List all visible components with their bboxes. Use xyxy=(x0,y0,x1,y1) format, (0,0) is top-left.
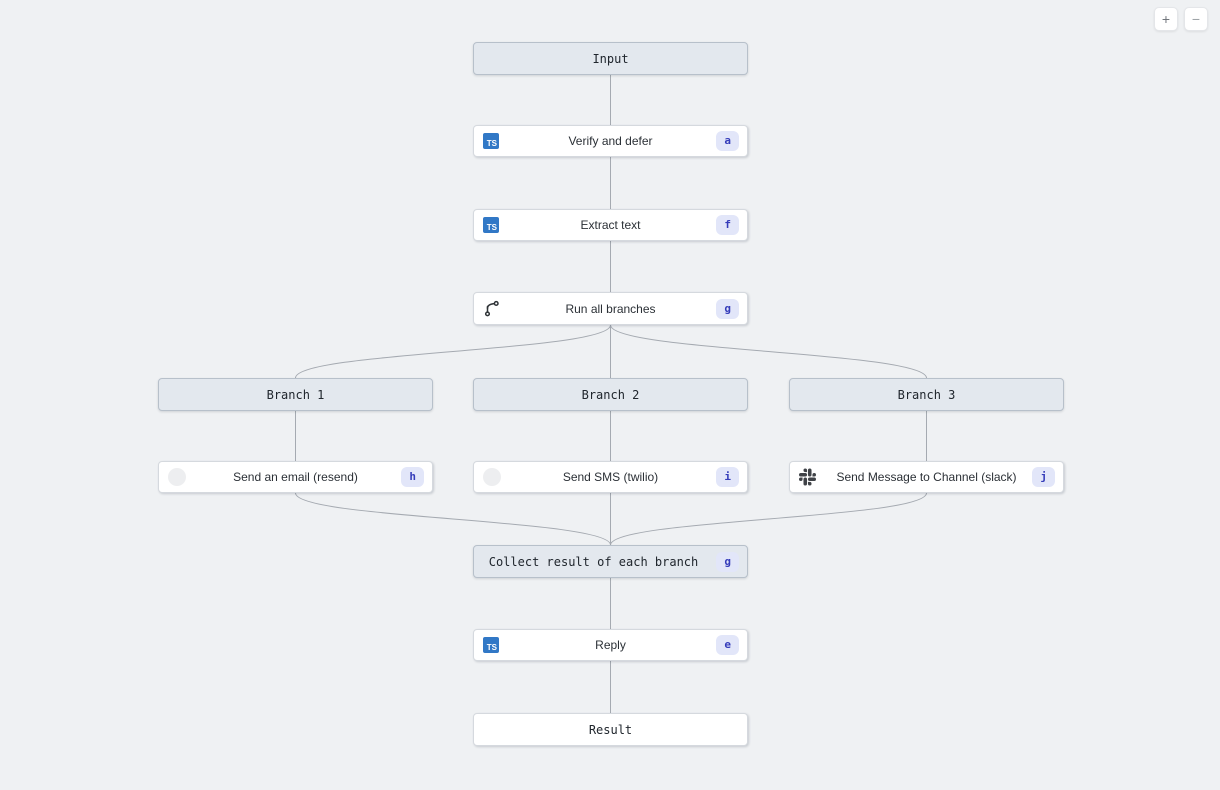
edge-run-branch1 xyxy=(295,324,611,379)
edge-email-collect xyxy=(295,492,611,546)
node-send-sms-twilio[interactable]: Send SMS (twilio) i xyxy=(473,461,748,493)
node-branch-3[interactable]: Branch 3 xyxy=(789,378,1064,411)
step-id-badge: j xyxy=(1032,467,1055,487)
node-verify-label: Verify and defer xyxy=(568,134,653,148)
edge-run-branch3 xyxy=(610,324,927,379)
twilio-icon xyxy=(483,468,501,486)
git-branch-icon xyxy=(484,300,499,316)
branch-3-label: Branch 3 xyxy=(897,387,956,402)
node-reply[interactable]: TS Reply e xyxy=(473,629,748,661)
minus-icon: − xyxy=(1191,11,1201,27)
zoom-in-button[interactable]: + xyxy=(1154,7,1178,31)
node-run-label: Run all branches xyxy=(565,301,656,316)
node-send-email-resend[interactable]: Send an email (resend) h xyxy=(158,461,433,493)
node-branch-2[interactable]: Branch 2 xyxy=(473,378,748,411)
edge-slack-collect xyxy=(610,492,927,546)
step-id-badge: a xyxy=(716,131,739,151)
zoom-controls: + − xyxy=(1154,7,1208,31)
node-extract-text[interactable]: TS Extract text f xyxy=(473,209,748,241)
resend-icon xyxy=(168,468,186,486)
node-verify-and-defer[interactable]: TS Verify and defer a xyxy=(473,125,748,157)
node-send-slack-label: Send Message to Channel (slack) xyxy=(836,470,1017,484)
step-id-badge: e xyxy=(716,635,739,655)
node-result-label: Result xyxy=(588,722,633,737)
node-collect-result[interactable]: Collect result of each branch g xyxy=(473,545,748,578)
node-send-email-label: Send an email (resend) xyxy=(233,470,358,484)
node-send-sms-label: Send SMS (twilio) xyxy=(562,470,659,484)
zoom-out-button[interactable]: − xyxy=(1184,7,1208,31)
node-branch-1[interactable]: Branch 1 xyxy=(158,378,433,411)
node-reply-label: Reply xyxy=(595,638,626,652)
node-run-all-branches[interactable]: Run all branches g xyxy=(473,292,748,325)
step-id-badge: g xyxy=(716,298,739,319)
step-id-badge: g xyxy=(716,551,739,572)
node-input[interactable]: Input xyxy=(473,42,748,75)
typescript-icon: TS xyxy=(483,217,499,233)
node-result[interactable]: Result xyxy=(473,713,748,746)
step-id-badge: f xyxy=(716,215,739,235)
branch-2-label: Branch 2 xyxy=(581,387,640,402)
node-extract-label: Extract text xyxy=(580,218,641,232)
slack-icon xyxy=(799,468,816,486)
plus-icon: + xyxy=(1161,11,1171,27)
step-id-badge: i xyxy=(716,467,739,487)
step-id-badge: h xyxy=(401,467,424,487)
node-input-label: Input xyxy=(592,51,629,66)
branch-1-label: Branch 1 xyxy=(266,387,325,402)
node-send-message-slack[interactable]: Send Message to Channel (slack) j xyxy=(789,461,1064,493)
typescript-icon: TS xyxy=(483,637,499,653)
typescript-icon: TS xyxy=(483,133,499,149)
node-collect-label: Collect result of each branch xyxy=(488,554,699,569)
